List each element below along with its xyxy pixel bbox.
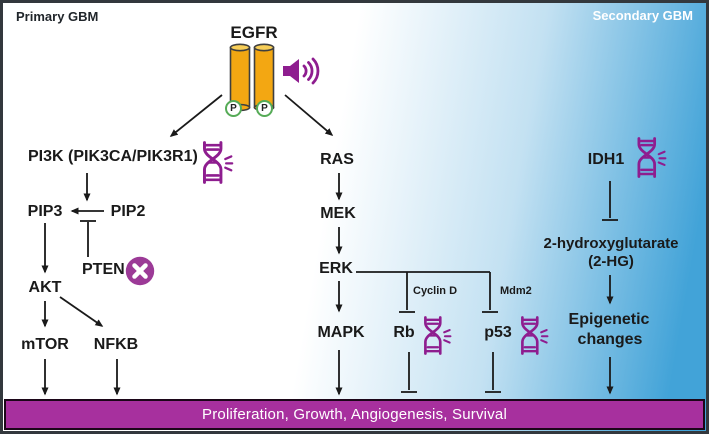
node-erk: ERK	[319, 260, 353, 277]
node-pip3: PIP3	[27, 203, 63, 220]
idh1-mutation-dna-icon	[629, 135, 667, 180]
pten-loss-cross-icon	[125, 256, 155, 286]
node-pip2: PIP2	[110, 203, 146, 220]
node-mapk: MAPK	[317, 324, 365, 341]
phospho-p-badge: P	[256, 100, 273, 117]
node-rb: Rb	[393, 324, 415, 341]
node-mtor: mTOR	[21, 336, 69, 353]
phospho-p-badge: P	[225, 100, 242, 117]
rb-mutation-dna-icon	[416, 315, 452, 356]
node-pi3k: PI3K (PIK3CA/PIK3R1)	[28, 148, 198, 165]
node-akt: AKT	[28, 279, 62, 296]
label-cyclin-d: Cyclin D	[413, 285, 458, 297]
outcome-banner-text: Proliferation, Growth, Angiogenesis, Sur…	[202, 406, 507, 423]
outcome-banner: Proliferation, Growth, Angiogenesis, Sur…	[4, 399, 705, 430]
node-2hg-line2: (2-HG)	[588, 253, 634, 270]
label-mdm2: Mdm2	[500, 285, 532, 297]
node-idh1: IDH1	[587, 151, 625, 168]
p53-mutation-dna-icon	[513, 315, 549, 356]
node-mek: MEK	[320, 205, 356, 222]
node-nfkb: NFKB	[93, 336, 139, 353]
node-pten: PTEN	[82, 261, 125, 278]
node-ras: RAS	[320, 151, 354, 168]
overexpression-speaker-icon	[283, 57, 320, 85]
node-epigenetic-line2: changes	[577, 331, 643, 348]
node-egfr: EGFR	[230, 23, 278, 42]
node-epigenetic-line1: Epigenetic	[568, 311, 650, 328]
pi3k-mutation-dna-icon	[194, 140, 234, 185]
primary-gbm-label: Primary GBM	[16, 9, 99, 24]
node-p53: p53	[484, 324, 512, 341]
node-2hg-line1: 2-hydroxyglutarate	[543, 235, 679, 252]
secondary-gbm-label: Secondary GBM	[592, 8, 693, 23]
